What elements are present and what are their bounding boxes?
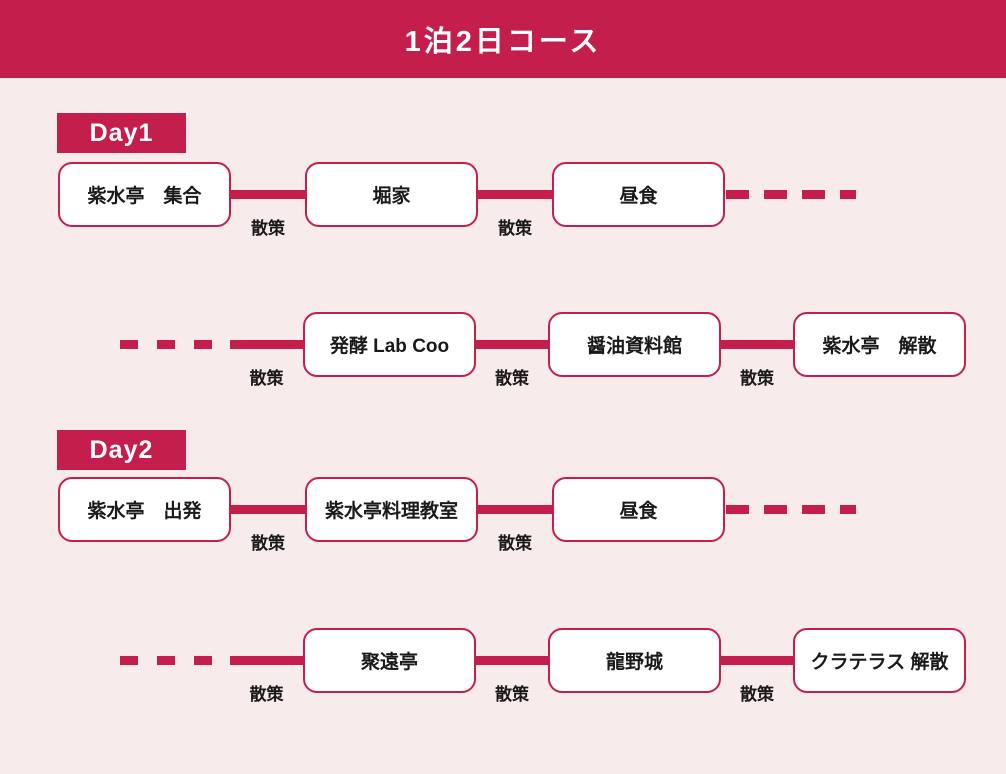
stop-box-shisuitei-dismiss: 紫水亭 解散 — [793, 312, 966, 377]
connector-line — [231, 505, 305, 514]
stop-box-shisuitei-gather: 紫水亭 集合 — [58, 162, 231, 227]
day2-badge: Day2 — [57, 430, 186, 470]
stop-box-horike: 堀家 — [305, 162, 478, 227]
connector-line — [478, 505, 552, 514]
stop-box-hakko-lab-coo: 発酵 Lab Coo — [303, 312, 476, 377]
dashed-continuation-line — [120, 656, 224, 665]
stop-box-lunch-day2: 昼食 — [552, 477, 725, 542]
connector-line — [721, 656, 793, 665]
connector-line — [476, 340, 548, 349]
walk-label: 散策 — [495, 369, 529, 388]
stop-box-juontei: 聚遠亭 — [303, 628, 476, 693]
walk-label: 散策 — [249, 369, 284, 388]
connector-line — [230, 656, 303, 665]
walk-label: 散策 — [740, 685, 774, 704]
connector-line — [231, 190, 305, 199]
stop-box-kura-terrace-dismiss: クラテラス 解散 — [793, 628, 966, 693]
walk-label: 散策 — [495, 685, 529, 704]
stop-box-soy-sauce-museum: 醤油資料館 — [548, 312, 721, 377]
day1-badge: Day1 — [57, 113, 186, 153]
stop-box-cooking-class: 紫水亭料理教室 — [305, 477, 478, 542]
page-title: 1泊2日コース — [404, 26, 602, 58]
connector-line — [230, 340, 303, 349]
connector-line — [478, 190, 552, 199]
connector-line — [476, 656, 548, 665]
dashed-continuation-line — [726, 190, 856, 199]
stop-box-tatsuno-castle: 龍野城 — [548, 628, 721, 693]
walk-label: 散策 — [740, 369, 774, 388]
header-bar: 1泊2日コース — [0, 0, 1006, 78]
dashed-continuation-line — [726, 505, 856, 514]
walk-label: 散策 — [498, 534, 532, 553]
walk-label: 散策 — [251, 534, 285, 553]
walk-label: 散策 — [251, 219, 285, 238]
stop-box-shisuitei-depart: 紫水亭 出発 — [58, 477, 231, 542]
dashed-continuation-line — [120, 340, 224, 349]
walk-label: 散策 — [498, 219, 532, 238]
connector-line — [721, 340, 793, 349]
stop-box-lunch-day1: 昼食 — [552, 162, 725, 227]
walk-label: 散策 — [249, 685, 284, 704]
